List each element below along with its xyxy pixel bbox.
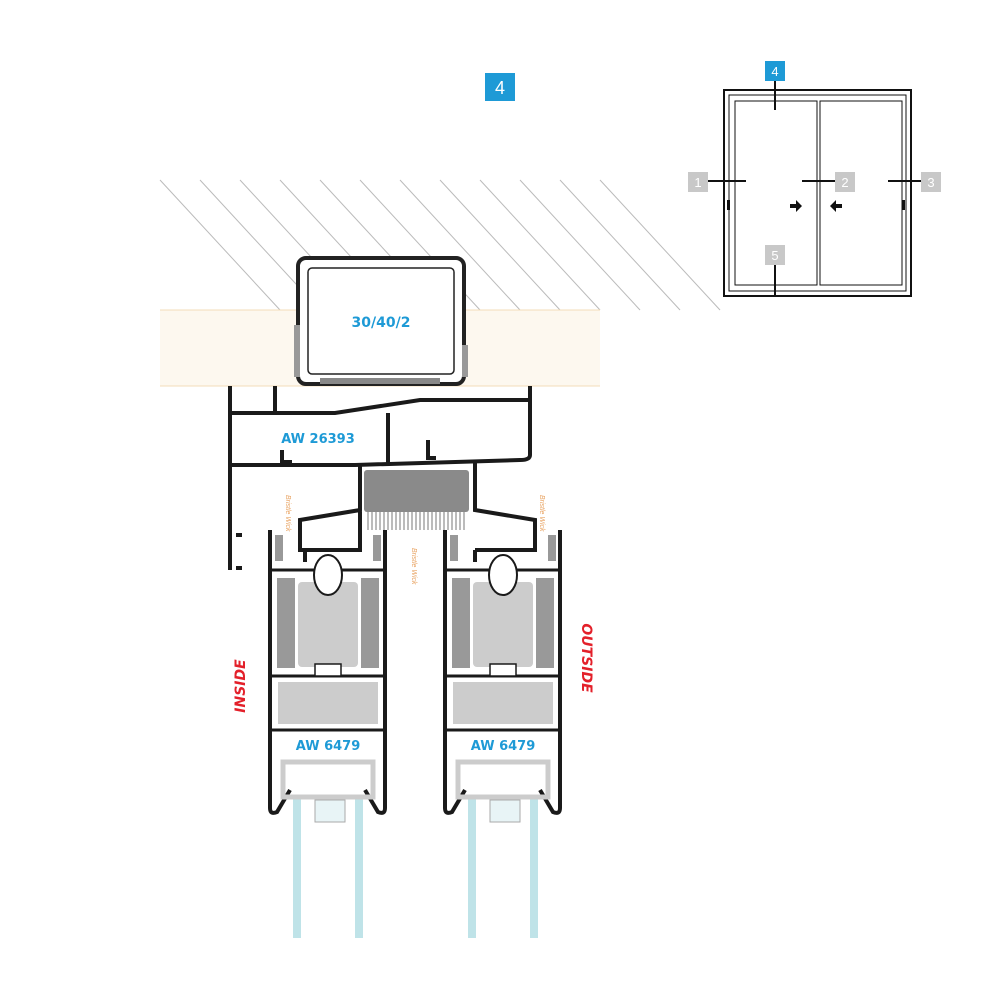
keyplan-marker-1: 1: [688, 172, 708, 192]
glazing-gasket: [280, 759, 376, 800]
anchor-tube: 30/40/2: [294, 256, 468, 386]
spacer-bar: [489, 799, 521, 823]
glazing-gasket: [455, 759, 551, 800]
bristle-wick-left-label: Bristle Wick: [284, 495, 291, 532]
sash-label: AW 6479: [296, 739, 361, 754]
section-badge: 4: [485, 73, 515, 101]
keyplan-marker-3: 3: [921, 172, 941, 192]
glass-pane: [468, 795, 476, 938]
anchor-tube-label: 30/40/2: [352, 315, 411, 331]
head-track-profile: AW 26393: [228, 386, 537, 570]
svg-text:4: 4: [771, 64, 778, 79]
bristle-wick-center-label: Bristle Wick: [410, 548, 417, 585]
key-plan: 1 2 3 4 5: [688, 61, 941, 297]
outside-label: OUTSIDE: [578, 623, 594, 693]
wall-hatch: [159, 179, 721, 311]
svg-text:5: 5: [771, 248, 778, 263]
glass-pane: [530, 795, 538, 938]
sash-label: AW 6479: [471, 739, 536, 754]
sash-profile-outside: AW 6479: [443, 530, 562, 938]
brush-seal: [364, 470, 469, 530]
svg-text:3: 3: [927, 175, 934, 190]
svg-text:4: 4: [495, 78, 505, 98]
glass-pane: [293, 795, 301, 938]
keyplan-marker-2: 2: [835, 172, 855, 192]
sash-profile-inside: AW 6479: [268, 530, 387, 938]
keyplan-marker-4: 4: [765, 61, 785, 81]
inside-label: INSIDE: [233, 659, 249, 713]
glass-pane: [355, 795, 363, 938]
spacer-bar: [314, 799, 346, 823]
svg-text:1: 1: [694, 175, 701, 190]
head-track-label: AW 26393: [281, 432, 355, 447]
svg-text:2: 2: [841, 175, 848, 190]
keyplan-marker-5: 5: [765, 245, 785, 265]
arrow-left-icon: [830, 200, 842, 212]
arrow-right-icon: [790, 200, 802, 212]
bristle-wick-right-label: Bristle Wick: [538, 495, 545, 532]
